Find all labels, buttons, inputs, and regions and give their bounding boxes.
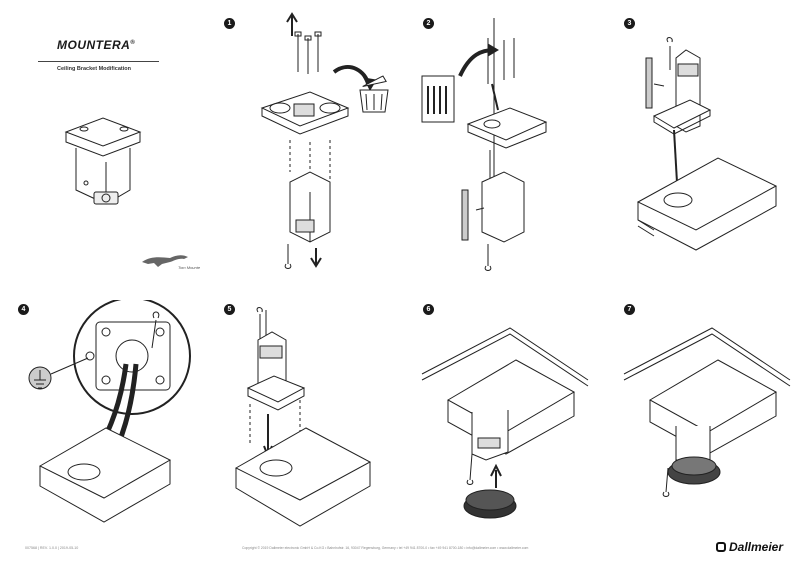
- page-subtitle: Ceiling Bracket Modification: [57, 66, 131, 72]
- ground-symbol-icon: [29, 367, 51, 389]
- step-number-1: 1: [224, 18, 235, 29]
- step-number-5: 5: [224, 304, 235, 315]
- copyright-line: Copyright © 2019 Dallmeier electronic Gm…: [242, 546, 529, 550]
- step-1-illustration: [250, 12, 400, 272]
- trash-icon: [360, 76, 388, 112]
- header-rule: [38, 61, 159, 62]
- step-7-illustration: [622, 320, 794, 520]
- dallmeier-logo: Dallmeier: [716, 540, 783, 554]
- arrow-up-icon: [287, 14, 297, 36]
- step-number-4: 4: [18, 304, 29, 315]
- step-number-3: 3: [624, 18, 635, 29]
- logo-text: Dallmeier: [729, 540, 784, 554]
- step-number-7: 7: [624, 304, 635, 315]
- step-6-illustration: [420, 320, 592, 530]
- step-4-illustration: [26, 300, 216, 540]
- panther-icon: [142, 255, 188, 267]
- panther-caption: Tom Mounte: [178, 265, 201, 270]
- overview-camera-illustration: [58, 110, 148, 215]
- screw-pack-icon: [422, 76, 454, 122]
- step-2-illustration: [418, 14, 568, 274]
- document-id: 007568 | REV. 1.0.0 | 2019-05-10: [25, 546, 79, 550]
- step-5-illustration: [230, 304, 390, 534]
- arrow-down-icon: [311, 248, 321, 266]
- brand-title: MOUNTERA®: [57, 38, 136, 52]
- step-3-illustration: [634, 30, 784, 260]
- step-number-2: 2: [423, 18, 434, 29]
- step-number-6: 6: [423, 304, 434, 315]
- logo-mark-icon: [716, 542, 726, 552]
